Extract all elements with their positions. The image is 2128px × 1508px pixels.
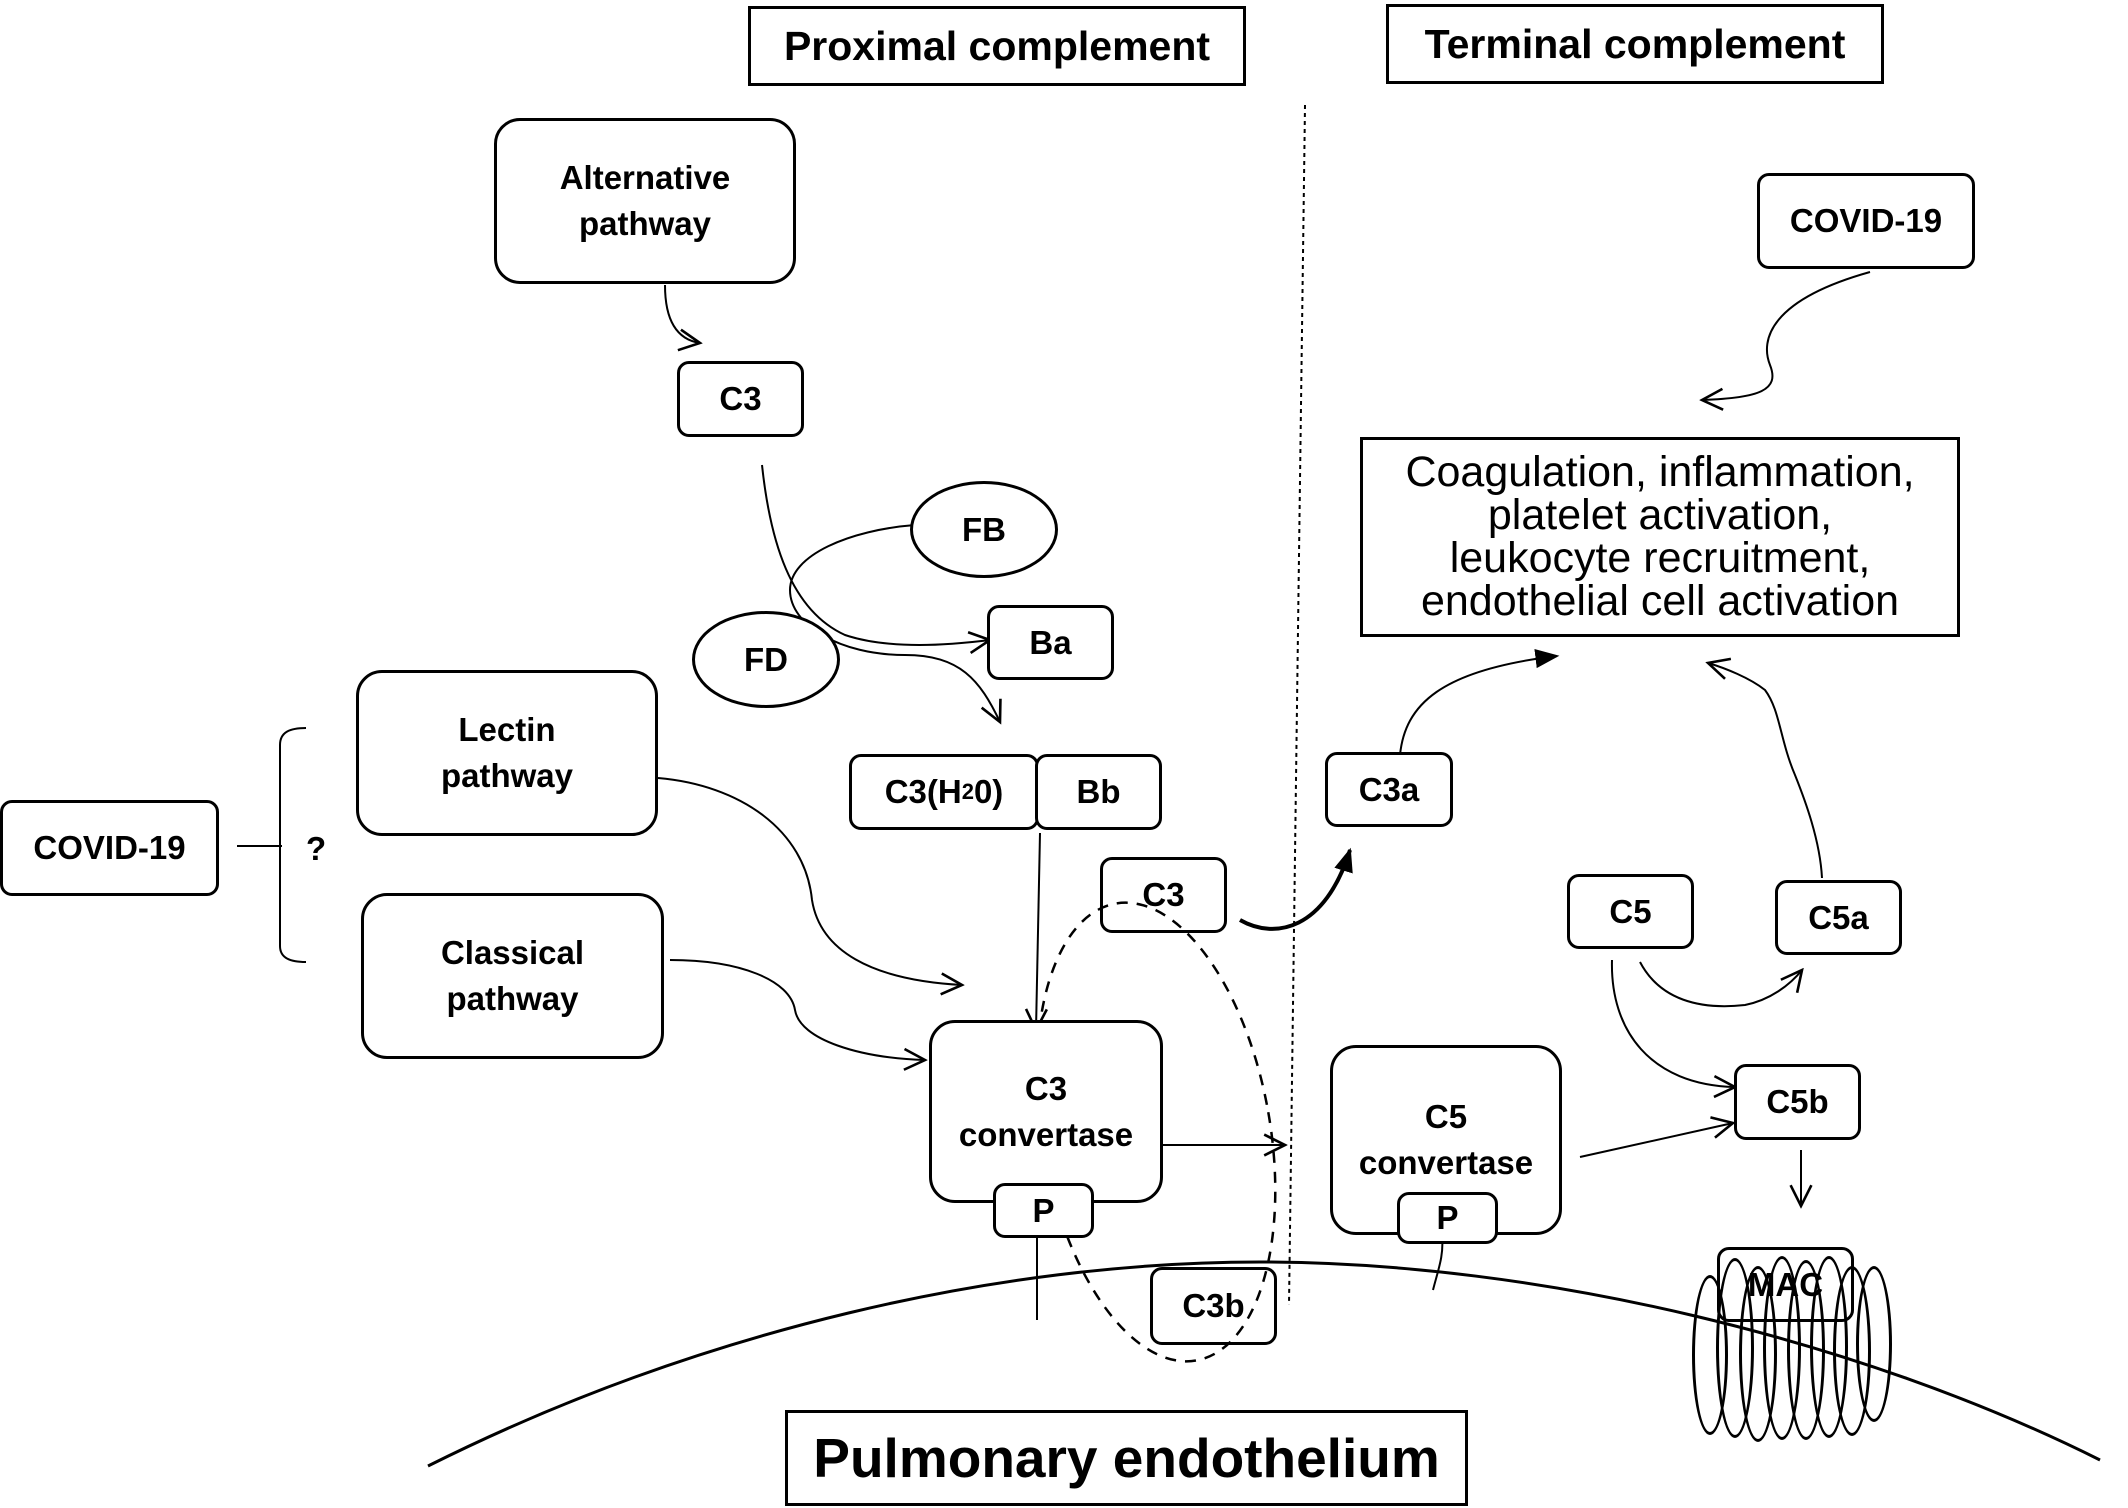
pulmonary-endothelium-label: Pulmonary endothelium	[785, 1410, 1468, 1506]
mac-box: MAC	[1717, 1247, 1854, 1322]
bb-box: Bb	[1035, 754, 1162, 830]
ba-box: Ba	[987, 605, 1114, 680]
arrow-covid-to-effects	[1702, 271, 1871, 400]
c3h2o-suffix: 0)	[973, 773, 1004, 810]
c3-top-box: C3	[677, 361, 804, 437]
c3a-box: C3a	[1325, 752, 1453, 827]
classical-pathway-box: Classical pathway	[361, 893, 664, 1059]
arrow-c5a-to-effects	[1708, 663, 1823, 879]
arrow-bb-to-convertase	[1036, 832, 1040, 1030]
header-proximal-complement: Proximal complement	[748, 6, 1246, 86]
covid19-right-box: COVID-19	[1757, 173, 1975, 269]
effects-box: Coagulation, inflammation, platelet acti…	[1360, 437, 1960, 637]
c3b-box: C3b	[1150, 1267, 1277, 1345]
arrow-alt-to-c3	[664, 284, 700, 343]
c3-mid-box: C3	[1100, 857, 1227, 933]
arrow-c5conv-to-c5b	[1579, 1123, 1733, 1158]
c3h2o-prefix: C3(H	[884, 773, 962, 810]
arrow-lectin-to-convertase	[657, 777, 962, 985]
unknown-mechanism-mark: ?	[306, 830, 327, 867]
alternative-pathway-box: Alternative pathway	[494, 118, 796, 284]
covid19-left-box: COVID-19	[0, 800, 219, 896]
arrow-c5-to-c5b	[1610, 959, 1735, 1087]
divider-line	[1288, 104, 1306, 1306]
properdin-c5-box: P	[1397, 1192, 1498, 1244]
arrow-c3a-to-effects	[1399, 649, 1560, 756]
c5-box: C5	[1567, 874, 1694, 949]
header-terminal-complement: Terminal complement	[1386, 4, 1884, 84]
amplification-loop	[1035, 901, 1277, 1363]
lectin-pathway-box: Lectin pathway	[356, 670, 658, 836]
factor-b-ellipse: FB	[910, 481, 1058, 578]
c5b-box: C5b	[1734, 1064, 1861, 1140]
arrow-c3-to-c3a	[1239, 847, 1353, 931]
c3-convertase-box: C3 convertase	[929, 1020, 1163, 1203]
arrow-c3-to-ba	[761, 464, 990, 645]
arrow-c5-to-c5a	[1639, 961, 1802, 1008]
c5a-box: C5a	[1775, 880, 1902, 955]
c3h2o-subscript: 2	[961, 779, 974, 804]
properdin-c3-box: P	[993, 1183, 1094, 1238]
covid-bracket	[279, 727, 307, 963]
factor-d-ellipse: FD	[692, 611, 840, 708]
arrow-classical-to-convertase	[669, 959, 925, 1060]
